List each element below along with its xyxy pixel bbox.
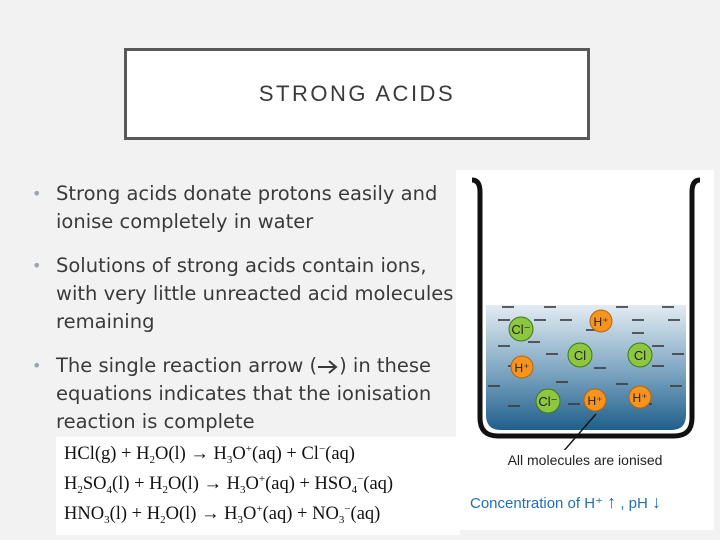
down-arrow-icon: ↓ — [652, 492, 662, 512]
right-arrow-icon — [318, 359, 338, 374]
svg-text:Cl: Cl — [574, 348, 586, 363]
figure-caption: All molecules are ionised — [507, 452, 663, 468]
bullet-text-after: ) in these equations indicates that the … — [56, 354, 432, 433]
pointer-line — [563, 413, 597, 450]
ion-h-2: H⁺ — [510, 355, 534, 379]
ph-text: , pH — [620, 495, 648, 512]
ion-cl-1: Cl⁻ — [508, 316, 534, 342]
ion-cl-3: Cl — [627, 342, 653, 368]
concentration-label: Concentration of H⁺ ↑ , pH ↓ — [470, 492, 661, 513]
svg-text:Cl⁻: Cl⁻ — [538, 394, 557, 409]
bullet-text: Solutions of strong acids contain ions, … — [56, 254, 454, 333]
ion-cl-4: Cl⁻ — [535, 388, 561, 414]
svg-text:H⁺: H⁺ — [588, 394, 603, 408]
bullet-text-before: The single reaction arrow ( — [56, 354, 318, 377]
svg-text:H⁺: H⁺ — [594, 315, 609, 329]
bullet-dot-icon: • — [32, 184, 42, 203]
bullet-text: Strong acids donate protons easily and i… — [56, 182, 438, 233]
concentration-text: Concentration of H⁺ — [470, 495, 603, 512]
svg-text:H⁺: H⁺ — [633, 391, 648, 405]
equation-hcl: HCl(g) + H2O(l) → H3O+(aq) + Cl−(aq) — [64, 443, 355, 466]
ion-h-3: H⁺ — [583, 388, 607, 412]
title-box: STRONG ACIDS — [124, 48, 590, 140]
equations-panel: HCl(g) + H2O(l) → H3O+(aq) + Cl−(aq) H2S… — [56, 437, 460, 535]
beaker-outline — [471, 177, 701, 439]
equation-hno3: HNO3(l) + H2O(l) → H3O+(aq) + NO3−(aq) — [64, 503, 381, 526]
bullet-item: • Strong acids donate protons easily and… — [30, 180, 460, 236]
equation-h2so4: H2SO4(l) + H2O(l) → H3O+(aq) + HSO4−(aq) — [64, 473, 394, 496]
beaker-diagram: Cl⁻ H⁺ H⁺ Cl Cl Cl⁻ H⁺ H⁺ — [471, 177, 701, 450]
bullet-item: • Solutions of strong acids contain ions… — [30, 252, 460, 336]
beaker-figure: Cl⁻ H⁺ H⁺ Cl Cl Cl⁻ H⁺ H⁺ All molecules … — [456, 170, 714, 530]
svg-text:Cl⁻: Cl⁻ — [511, 322, 530, 337]
water-molecule-dashes — [488, 306, 684, 407]
ion-h-4: H⁺ — [628, 385, 652, 409]
up-arrow-icon: ↑ — [607, 492, 617, 512]
bullet-dot-icon: • — [32, 256, 42, 275]
slide-title: STRONG ACIDS — [258, 81, 456, 106]
bullet-dot-icon: • — [32, 356, 42, 375]
bullet-item: • The single reaction arrow () in these … — [30, 352, 460, 436]
ion-cl-2: Cl — [567, 342, 593, 368]
svg-text:Cl: Cl — [634, 348, 646, 363]
svg-text:H⁺: H⁺ — [515, 361, 530, 375]
ion-h-1: H⁺ — [589, 309, 613, 333]
bullet-list: • Strong acids donate protons easily and… — [30, 180, 460, 452]
